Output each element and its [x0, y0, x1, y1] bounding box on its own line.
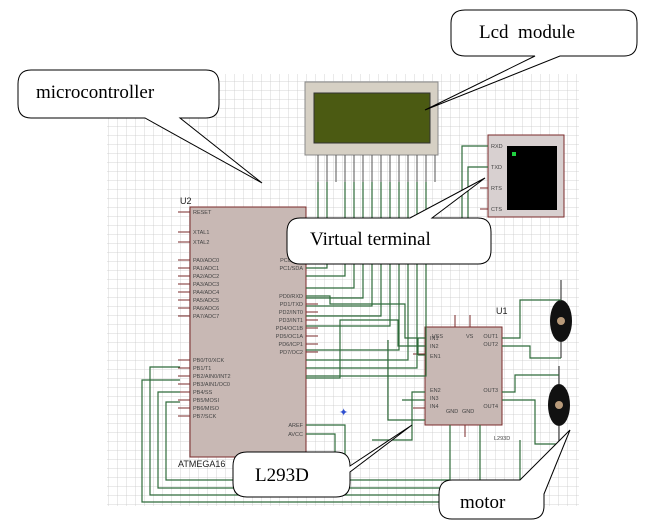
- mcu-pin-label: PD0/RXD: [279, 294, 303, 300]
- mcu-pin-label: XTAL2: [193, 240, 209, 246]
- driver-pin-label: OUT4: [483, 404, 498, 410]
- driver-ref: U1: [496, 306, 508, 316]
- mcu-pin-label: AVCC: [288, 432, 303, 438]
- driver-pin-label: IN4: [430, 404, 439, 410]
- driver-pin-label: OUT3: [483, 388, 498, 394]
- mcu-pin-label: PD1/TXD: [280, 302, 303, 308]
- mcu-pin-label: PA4/ADC4: [193, 290, 219, 296]
- driver-pin-label: OUT2: [483, 342, 498, 348]
- mcu-pin-label: RESET: [193, 210, 212, 216]
- driver-pin-label: IN2: [430, 344, 439, 350]
- driver-pin-label: EN2: [430, 388, 441, 394]
- junction-marker: ✦: [339, 407, 348, 419]
- mcu-pin-label: PA5/ADC5: [193, 298, 219, 304]
- driver-pin-label: GND: [462, 409, 474, 415]
- mcu-ref: U2: [180, 196, 192, 206]
- driver-pin-label: IN3: [430, 396, 439, 402]
- callout-lcd: Lcd module: [424, 9, 638, 111]
- terminal-pin-label: RXD: [491, 144, 503, 150]
- mcu-pin-label: PB2/AIN0/INT2: [193, 374, 231, 380]
- mcu-part: ATMEGA16: [178, 459, 225, 469]
- mcu-pin-label: PB0/T0/XCK: [193, 358, 225, 364]
- driver-pin-label: VSS: [432, 334, 443, 340]
- callout-l293d: L293D: [232, 424, 413, 498]
- mcu-pin-label: PB5/MOSI: [193, 398, 219, 404]
- mcu-pin-label: PB3/AIN1/OC0: [193, 382, 230, 388]
- motor-1: [550, 280, 572, 358]
- mcu-pin-label: PA0/ADC0: [193, 258, 219, 264]
- mcu-pin-label: PB4/SS: [193, 390, 213, 396]
- mcu-pin-label: PA1/ADC1: [193, 266, 219, 272]
- mcu-pin-label: XTAL1: [193, 230, 209, 236]
- mcu-pin-label: PB7/SCK: [193, 414, 217, 420]
- callout-lcd-label: Lcd module: [479, 22, 575, 43]
- callout-microcontroller: microcontroller: [17, 69, 263, 184]
- mcu-pin-label: PC1/SDA: [279, 266, 303, 272]
- virtual-terminal: RXD TXD RTS CTS: [480, 134, 565, 218]
- driver-pin-label: EN1: [430, 354, 441, 360]
- driver-pin-label: VS: [466, 334, 474, 340]
- terminal-pin-label: RTS: [491, 186, 502, 192]
- mcu-pin-label: AREF: [288, 423, 303, 429]
- mcu-pin-label: PA7/ADC7: [193, 314, 219, 320]
- driver-part: L293D: [494, 436, 510, 442]
- callout-l293d-label: L293D: [255, 465, 309, 486]
- mcu-pin-label: PD3/INT1: [279, 318, 303, 324]
- mcu-pin-label: PD6/ICP1: [279, 342, 303, 348]
- driver-pin-label: IN1: [430, 336, 439, 342]
- mcu-pin-label: PB1/T1: [193, 366, 211, 372]
- callout-terminal: Virtual terminal: [286, 177, 492, 265]
- driver-pin-label: GND: [446, 409, 458, 415]
- mcu-pin-label: PD4/OC1B: [276, 326, 304, 332]
- mcu-pin-label: PA3/ADC3: [193, 282, 219, 288]
- callout-microcontroller-label: microcontroller: [36, 82, 155, 103]
- terminal-pin-label: CTS: [491, 207, 502, 213]
- mcu-pin-label: PA2/ADC2: [193, 274, 219, 280]
- mcu-pin-label: PA6/ADC6: [193, 306, 219, 312]
- terminal-pin-label: TXD: [491, 165, 502, 171]
- driver-pin-label: OUT1: [483, 334, 498, 340]
- callout-motor-label: motor: [460, 492, 506, 513]
- mcu-pin-label: PD7/OC2: [279, 350, 303, 356]
- mcu-pin-label: PD2/INT0: [279, 310, 303, 316]
- lcd-module: [304, 81, 439, 182]
- mcu-pin-label: PD5/OC1A: [276, 334, 304, 340]
- mcu-pin-label: PB6/MISO: [193, 406, 220, 412]
- callout-motor: motor: [438, 429, 571, 520]
- callout-terminal-label: Virtual terminal: [310, 229, 431, 250]
